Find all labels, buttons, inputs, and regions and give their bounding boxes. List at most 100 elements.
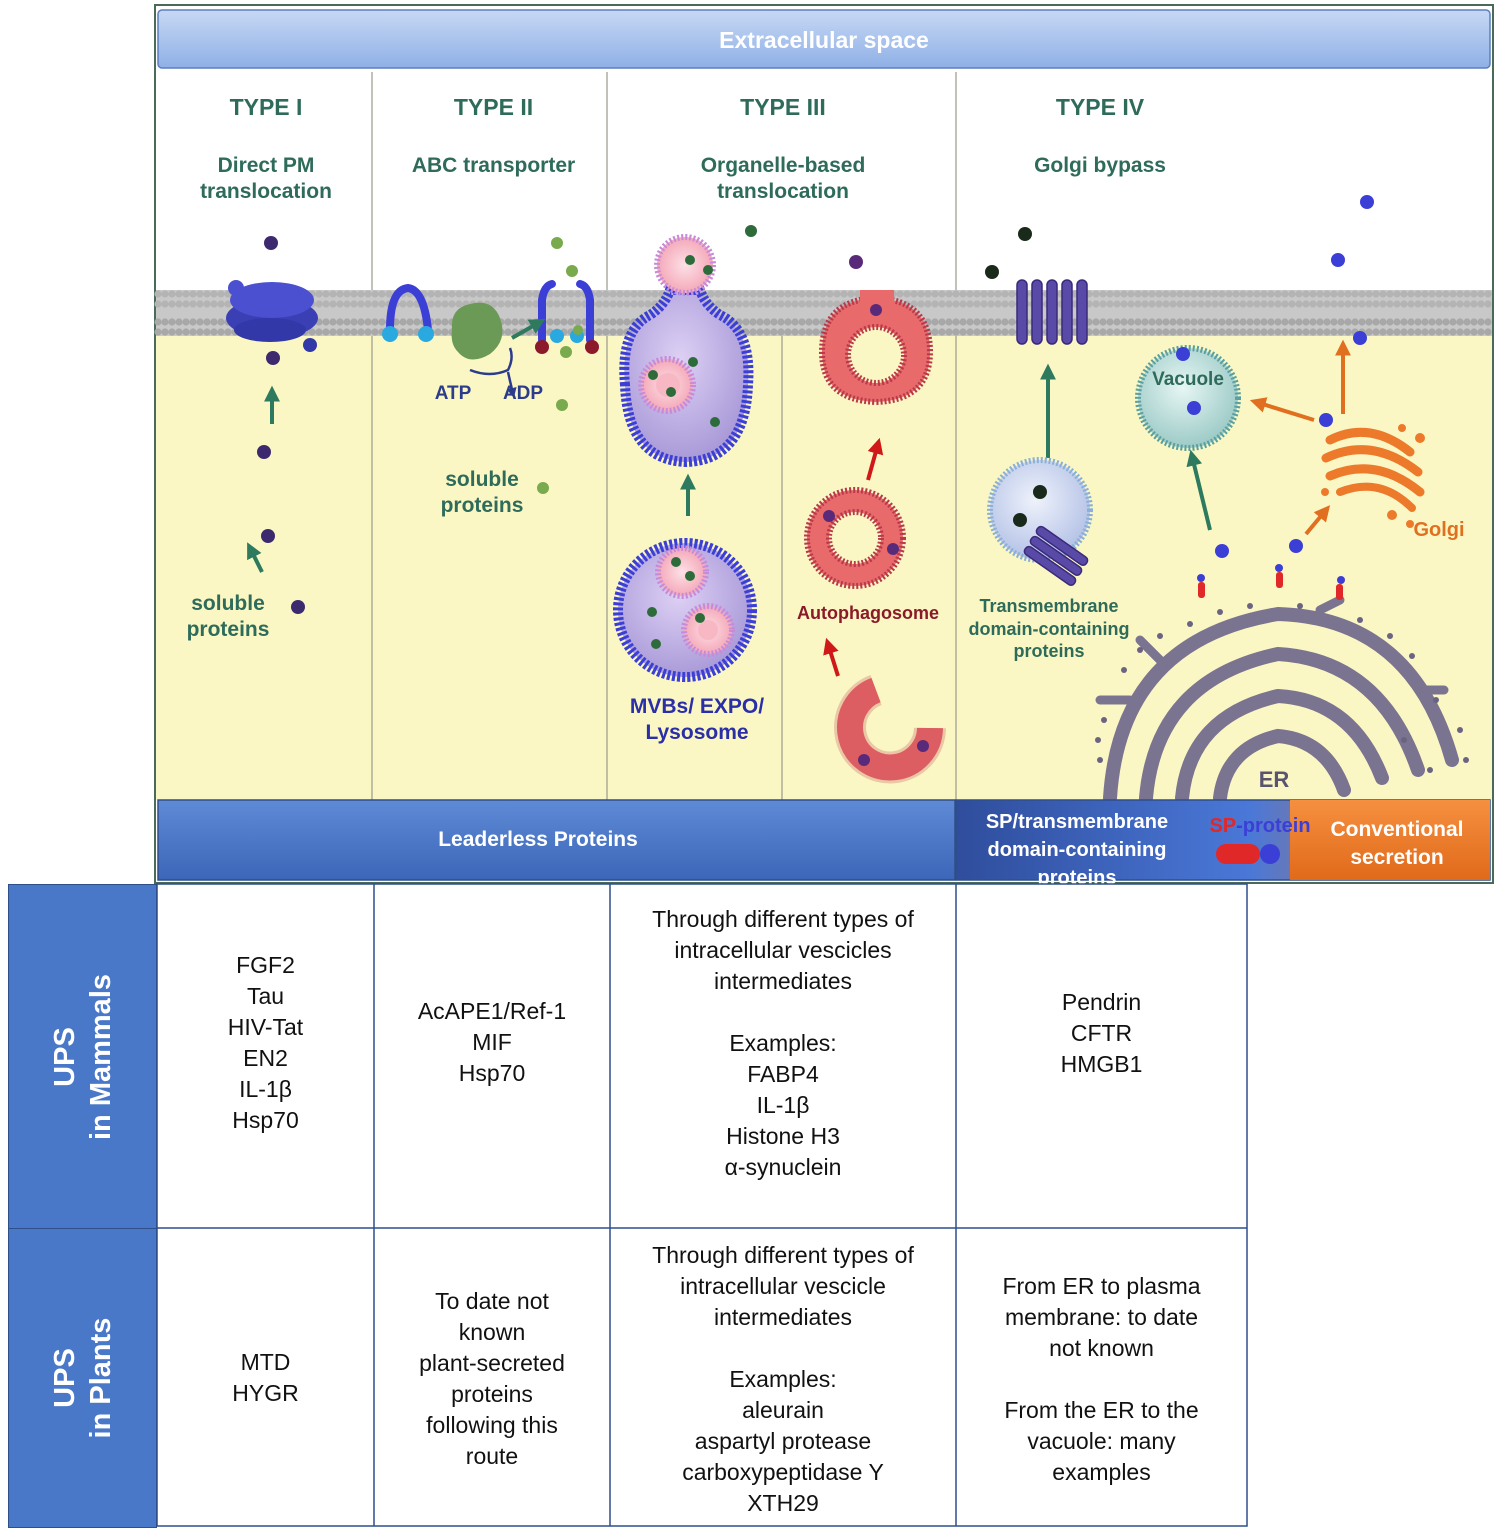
lipid-head [1092, 318, 1100, 326]
type1-subtitle: Direct PM translocation [200, 154, 332, 204]
lipid-head [322, 328, 330, 336]
lipid-head [1253, 318, 1261, 326]
lipid-head [1260, 300, 1268, 308]
lipid-head [1428, 300, 1436, 308]
lipid-head [763, 328, 771, 336]
golgi-label: Golgi [1413, 519, 1465, 541]
lipid-head [567, 318, 575, 326]
lipid-head [1421, 290, 1429, 298]
lipid-head [609, 328, 617, 336]
lipid-head [1246, 328, 1254, 336]
leaderless-label: Leaderless Proteins [438, 828, 638, 851]
lipid-head [924, 300, 932, 308]
lipid-head [217, 318, 225, 326]
lipid-head [434, 290, 442, 298]
lipid-head [175, 328, 183, 336]
lipid-head [210, 290, 218, 298]
lipid-head [1190, 290, 1198, 298]
lipid-head [154, 318, 162, 326]
lipid-head [343, 300, 351, 308]
lipid-head [413, 318, 421, 326]
lipid-head [203, 318, 211, 326]
lipid-head [1288, 290, 1296, 298]
lipid-head [623, 300, 631, 308]
lipid-head [1288, 328, 1296, 336]
lipid-head [1001, 328, 1009, 336]
lipid-head [455, 290, 463, 298]
lipid-head [350, 318, 358, 326]
lipid-head [756, 318, 764, 326]
lipid-head [154, 328, 162, 336]
lipid-head [210, 328, 218, 336]
lipid-head [1246, 318, 1254, 326]
lipid-head [1183, 328, 1191, 336]
lipid-head [1267, 318, 1275, 326]
lipid-head [1484, 328, 1492, 336]
lipid-head [224, 300, 232, 308]
lipid-head [910, 290, 918, 298]
lipid-head [1379, 318, 1387, 326]
lipid-head [399, 300, 407, 308]
lipid-head [1162, 300, 1170, 308]
lipid-head [1295, 318, 1303, 326]
lipid-head [1204, 300, 1212, 308]
lipid-head [546, 318, 554, 326]
lipid-head [1456, 318, 1464, 326]
lipid-head [798, 318, 806, 326]
protein-label: -protein [1236, 815, 1311, 837]
cell-mammals-type4: Pendrin CFTR HMGB1 [1060, 989, 1143, 1077]
lipid-head [175, 290, 183, 298]
lipid-head [1239, 290, 1247, 298]
lipid-head [1134, 290, 1142, 298]
lipid-head [378, 290, 386, 298]
cell-plants-type2: To date not known plant-secreted protein… [419, 1288, 565, 1469]
lipid-head [595, 290, 603, 298]
lipid-head [322, 318, 330, 326]
lipid-head [462, 290, 470, 298]
lipid-head [742, 300, 750, 308]
lipid-head [973, 300, 981, 308]
lipid-head [1190, 318, 1198, 326]
lipid-head [560, 290, 568, 298]
lipid-head [609, 318, 617, 326]
lipid-head [182, 290, 190, 298]
lipid-head [308, 328, 316, 336]
lipid-head [532, 290, 540, 298]
lipid-head [1008, 290, 1016, 298]
lipid-head [371, 300, 379, 308]
vacuole-arrow [1186, 449, 1212, 531]
lipid-head [1463, 328, 1471, 336]
lipid-head [1484, 318, 1492, 326]
lipid-head [518, 318, 526, 326]
lipid-head [1484, 290, 1492, 298]
lipid-head [1232, 300, 1240, 308]
lipid-head [343, 290, 351, 298]
cell-mammals-type2: AcAPE1/Ref-1 MIF Hsp70 [417, 998, 567, 1086]
lipid-head [532, 300, 540, 308]
lipid-head [938, 290, 946, 298]
lipid-head [1246, 290, 1254, 298]
lipid-head [1456, 300, 1464, 308]
lipid-head [469, 290, 477, 298]
lipid-head [1092, 328, 1100, 336]
lipid-head [1169, 290, 1177, 298]
cell-plants-type4: From ER to plasma membrane: to date not … [1002, 1273, 1201, 1485]
lipid-head [567, 290, 575, 298]
lipid-head [1176, 328, 1184, 336]
lipid-head [1330, 290, 1338, 298]
lipid-head [1477, 300, 1485, 308]
lipid-head [336, 328, 344, 336]
type1-arrow-diag [247, 542, 264, 573]
lipid-head [511, 318, 519, 326]
lipid-head [189, 290, 197, 298]
lipid-head [1295, 300, 1303, 308]
lipid-head [1477, 290, 1485, 298]
lipid-head [959, 290, 967, 298]
lipid-head [1309, 300, 1317, 308]
lipid-head [511, 300, 519, 308]
lipid-head [1225, 328, 1233, 336]
lipid-head [1197, 290, 1205, 298]
lipid-head [1267, 300, 1275, 308]
lipid-head [441, 290, 449, 298]
lipid-head [1211, 318, 1219, 326]
